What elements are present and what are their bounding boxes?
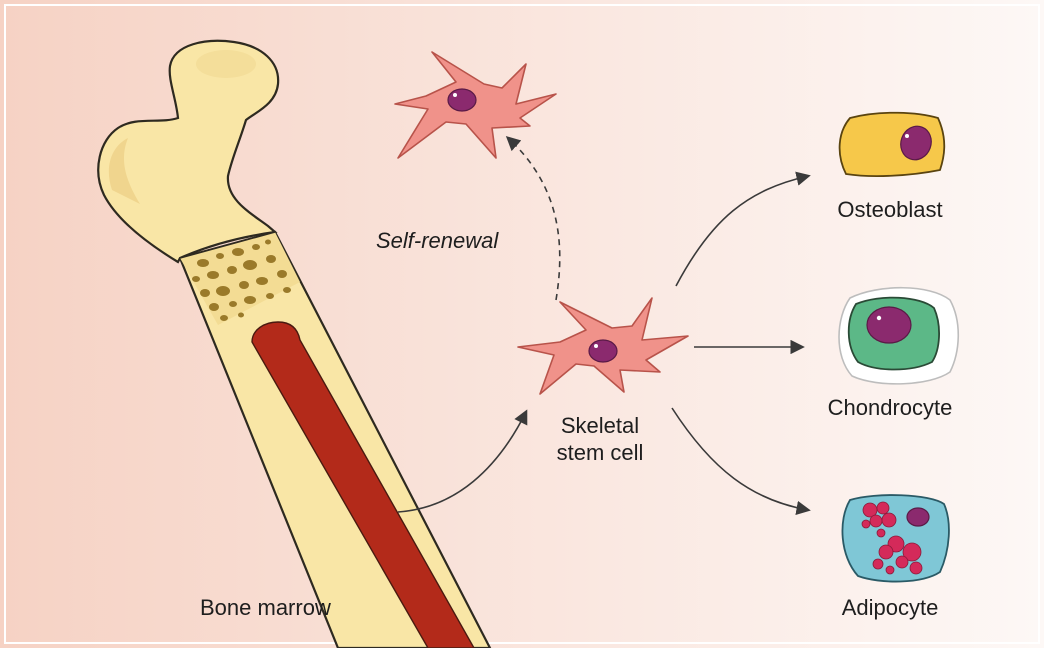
nucleus	[448, 89, 476, 111]
adipocyte-icon	[842, 495, 949, 582]
nucleus	[907, 508, 929, 526]
label-osteoblast: Osteoblast	[800, 196, 980, 223]
bone-head-highlight	[196, 50, 256, 78]
nucleus-highlight	[594, 344, 598, 348]
nucleus	[867, 307, 911, 343]
osteoblast-icon	[840, 113, 945, 176]
nucleus-highlight	[877, 316, 881, 320]
nucleus-highlight	[453, 93, 457, 97]
chondrocyte-icon	[839, 288, 958, 384]
label-skeletal-stem-cell: Skeletal stem cell	[540, 412, 660, 466]
label-bone-marrow: Bone marrow	[200, 594, 331, 621]
nucleus-highlight	[905, 134, 909, 138]
label-skeletal-stem-cell-line1: Skeletal	[540, 412, 660, 439]
label-skeletal-stem-cell-line2: stem cell	[540, 439, 660, 466]
label-self-renewal: Self-renewal	[376, 227, 498, 254]
label-adipocyte: Adipocyte	[800, 594, 980, 621]
label-chondrocyte: Chondrocyte	[800, 394, 980, 421]
nucleus	[589, 340, 617, 362]
